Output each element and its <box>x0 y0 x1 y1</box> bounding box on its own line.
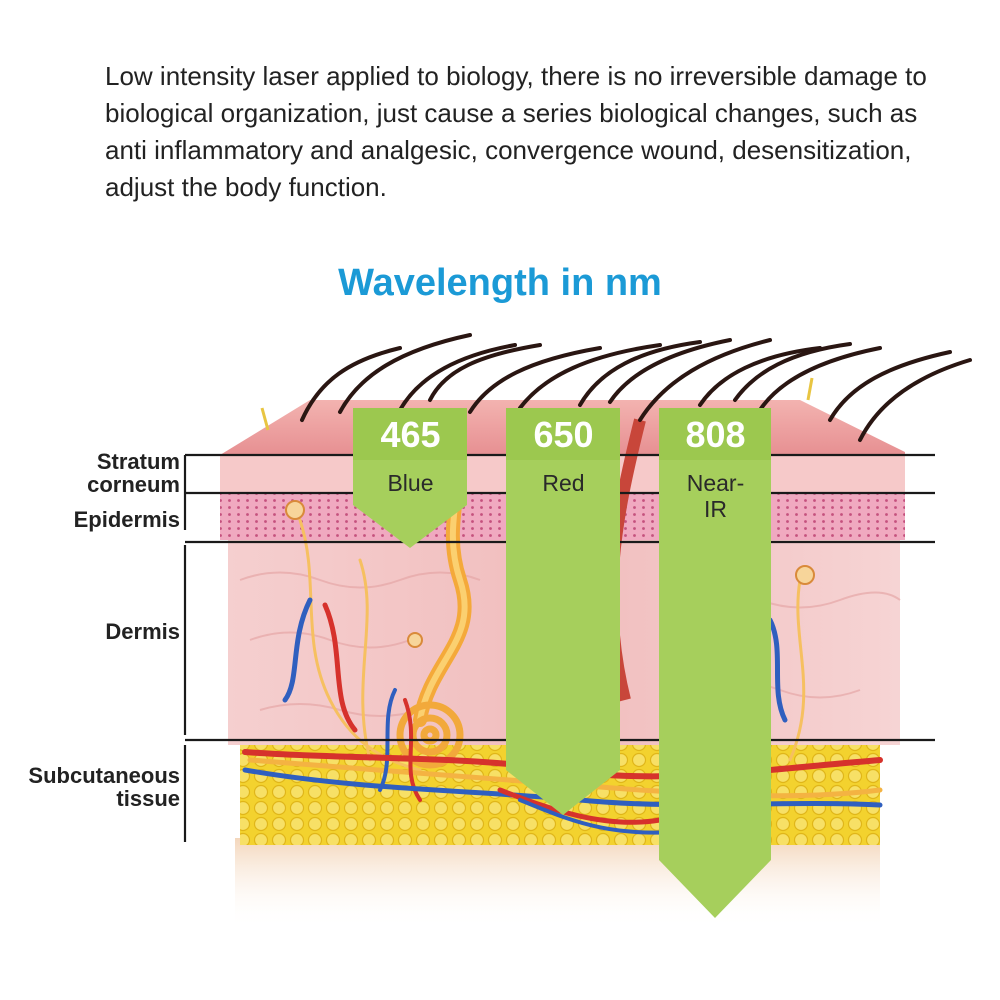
intro-paragraph: Low intensity laser applied to biology, … <box>105 58 945 206</box>
wavelength-name-line: Blue <box>387 470 434 496</box>
floor-reflection <box>235 838 880 928</box>
label-epidermis: Epidermis <box>74 508 180 531</box>
wavelength-name-near-ir: Near- IR <box>658 470 773 522</box>
hairs <box>300 333 972 442</box>
wavelength-name-blue: Blue <box>353 470 468 496</box>
wavelength-name-line: Red <box>542 470 585 496</box>
follicle-bulbs <box>285 500 815 648</box>
wavelength-value-808: 808 <box>685 414 746 455</box>
intro-line: anti inflammatory and analgesic, converg… <box>105 135 912 165</box>
label-line: tissue <box>116 786 180 811</box>
wavelength-name-line: IR <box>704 496 727 522</box>
intro-line: Low intensity laser applied to biology, … <box>105 61 927 91</box>
label-line: Subcutaneous <box>28 763 180 788</box>
wavelength-name-red: Red <box>506 470 621 496</box>
label-subcutaneous-tissue: Subcutaneous tissue <box>28 764 180 810</box>
label-stratum-corneum: Stratum corneum <box>87 450 180 496</box>
label-line: Stratum <box>96 449 180 474</box>
hair-tuft-left <box>260 407 270 431</box>
wavelength-value-465: 465 <box>380 414 441 455</box>
label-line: Epidermis <box>73 507 180 532</box>
wavelength-name-line: Near- <box>686 470 745 496</box>
arrow-650 <box>506 408 620 815</box>
label-dermis: Dermis <box>105 620 180 643</box>
arrow-header-bands <box>353 408 771 460</box>
intro-line: adjust the body function. <box>105 172 387 202</box>
intro-line: biological organization, just cause a se… <box>105 98 918 128</box>
label-line: corneum <box>87 472 180 497</box>
wavelength-value-650: 650 <box>533 414 594 455</box>
diagram-title: Wavelength in nm <box>338 262 662 304</box>
label-line: Dermis <box>105 619 180 644</box>
arrow-808 <box>659 408 771 918</box>
hair-tuft-right <box>806 377 814 401</box>
